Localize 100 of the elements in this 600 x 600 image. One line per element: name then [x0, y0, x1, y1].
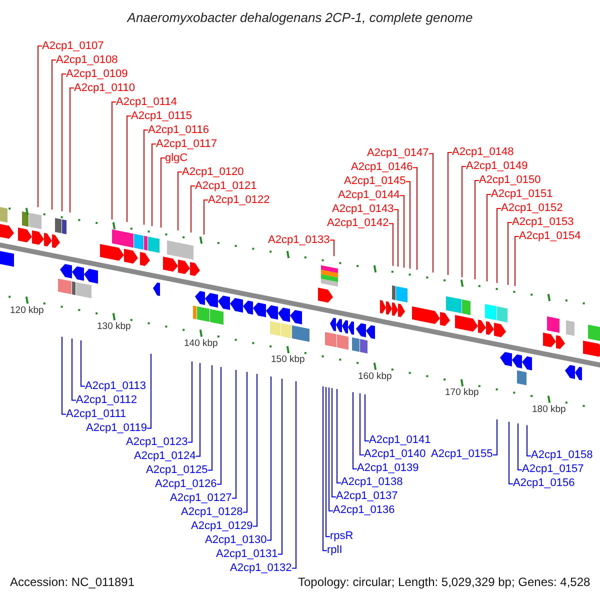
gene-label: A2cp1_0121: [195, 180, 257, 192]
leader-line: [486, 194, 492, 282]
gene-label: A2cp1_0139: [357, 462, 419, 476]
title: Anaeromyxobacter dehalogenans 2CP-1, complete genome: [126, 10, 474, 26]
leader-line: [188, 360, 192, 443]
gene-label: A2cp1_0150: [479, 174, 541, 187]
gene-label: A2cp1_0137: [336, 490, 398, 504]
leader-line: [52, 60, 56, 210]
scale-label: 160 kbp: [358, 370, 392, 382]
gene-label: A2cp1_0131: [216, 548, 278, 561]
leader-line: [406, 181, 410, 270]
gene-label: rpsR: [330, 530, 354, 544]
gene-label: A2cp1_0157: [522, 463, 584, 476]
leader-line: [448, 152, 452, 276]
gene-label: A2cp1_0111: [66, 408, 126, 421]
gene-label: A2cp1_0126: [155, 478, 217, 491]
gene-label: A2cp1_0123: [126, 436, 188, 449]
leader-line: [474, 180, 480, 280]
gene-label: A2cp1_0158: [531, 449, 593, 462]
footer-text: Topology: circular; Length: 5,029,329 bp; Genes: 4,528: [298, 575, 590, 589]
gene-label: A2cp1_0110: [74, 82, 135, 94]
scale-label: 130 kbp: [97, 321, 131, 332]
gene-label: A2cp1_0146: [351, 161, 413, 174]
gene-label: A2cp1_0155: [431, 448, 493, 462]
leader-line: [216, 366, 222, 485]
gene-label: A2cp1_0153: [512, 216, 574, 229]
scale-label: 170 kbp: [445, 387, 479, 398]
leader-line: [332, 388, 336, 498]
leader-line: [322, 386, 328, 552]
gene-label: glgC: [165, 152, 188, 164]
leader-line: [508, 222, 512, 286]
gene-label: A2cp1_0125: [146, 464, 208, 477]
gene-label: A2cp1_0149: [466, 160, 528, 173]
leader-line: [514, 236, 520, 286]
gene-label: A2cp1_0117: [156, 138, 217, 150]
gene-label: A2cp1_0132: [230, 562, 292, 575]
gene-label: A2cp1_0119: [86, 422, 147, 435]
leader-line: [266, 376, 272, 541]
gene-label: A2cp1_0129: [191, 520, 253, 533]
gene-label: A2cp1_0120: [182, 166, 244, 178]
gene-label: A2cp1_0151: [491, 188, 553, 201]
scale-label: 150 kbp: [271, 354, 305, 366]
gene-label: A2cp1_0130: [205, 534, 267, 547]
leader-line: [518, 422, 522, 470]
gene-label: A2cp1_0138: [341, 476, 403, 490]
leader-line: [526, 424, 532, 456]
gene-label: A2cp1_0152: [501, 202, 563, 215]
leader-line: [144, 130, 148, 226]
leader-line: [72, 338, 76, 401]
footer-text: Accession: NC_011891: [10, 575, 135, 589]
gene-label: A2cp1_0109: [66, 68, 128, 80]
gene-label: A2cp1_0147: [367, 147, 429, 160]
leader-line: [146, 353, 152, 429]
leader-line: [242, 371, 248, 513]
scale-label: 180 kbp: [532, 404, 566, 415]
gene-label: A2cp1_0122: [208, 194, 270, 206]
gene-label: A2cp1_0143: [332, 203, 394, 216]
leader-line: [80, 340, 86, 387]
leader-line: [330, 240, 334, 257]
gene-label: A2cp1_0154: [519, 230, 581, 243]
gene-label: A2cp1_0107: [42, 40, 104, 52]
leader-line: [508, 421, 514, 484]
leader-line: [70, 88, 74, 214]
gene-label: A2cp1_0108: [56, 54, 118, 66]
gene-label: A2cp1_0116: [148, 124, 209, 136]
gene-label: A2cp1_0140: [364, 448, 426, 462]
leader-line: [208, 364, 212, 471]
leader-line: [160, 158, 166, 228]
leader-line: [428, 153, 434, 273]
leader-line: [62, 74, 66, 212]
leader-line: [360, 392, 364, 456]
leader-line: [394, 209, 398, 268]
leader-line: [400, 195, 404, 268]
leader-line: [492, 418, 498, 456]
leader-line: [326, 386, 330, 538]
leader-line: [190, 186, 196, 234]
leader-line: [112, 102, 116, 220]
gene-label: A2cp1_0124: [134, 450, 196, 463]
scale-label: 140 kbp: [184, 338, 218, 349]
gene-label: A2cp1_0136: [333, 504, 395, 518]
leader-line: [364, 394, 370, 442]
gene-label: A2cp1_0114: [116, 96, 177, 108]
gene-label: A2cp1_0128: [181, 506, 243, 519]
leader-line: [152, 144, 156, 227]
leader-line: [38, 46, 42, 208]
leader-line: [352, 392, 358, 470]
leader-line: [62, 336, 66, 415]
gene-label: A2cp1_0127: [170, 492, 232, 505]
leader-line: [278, 378, 282, 555]
gene-label: A2cp1_0115: [131, 110, 192, 122]
leader-line: [328, 387, 334, 512]
leader-line: [388, 223, 394, 266]
gene-label: A2cp1_0112: [76, 394, 137, 407]
scale-label: 120 kbp: [10, 304, 44, 316]
leader-line: [292, 380, 296, 569]
gene-label: A2cp1_0148: [452, 146, 514, 159]
leader-line: [196, 362, 200, 457]
leader-line: [204, 200, 208, 236]
gene-label: A2cp1_0133: [268, 234, 330, 247]
gene-label: A2cp1_0142: [327, 217, 389, 230]
